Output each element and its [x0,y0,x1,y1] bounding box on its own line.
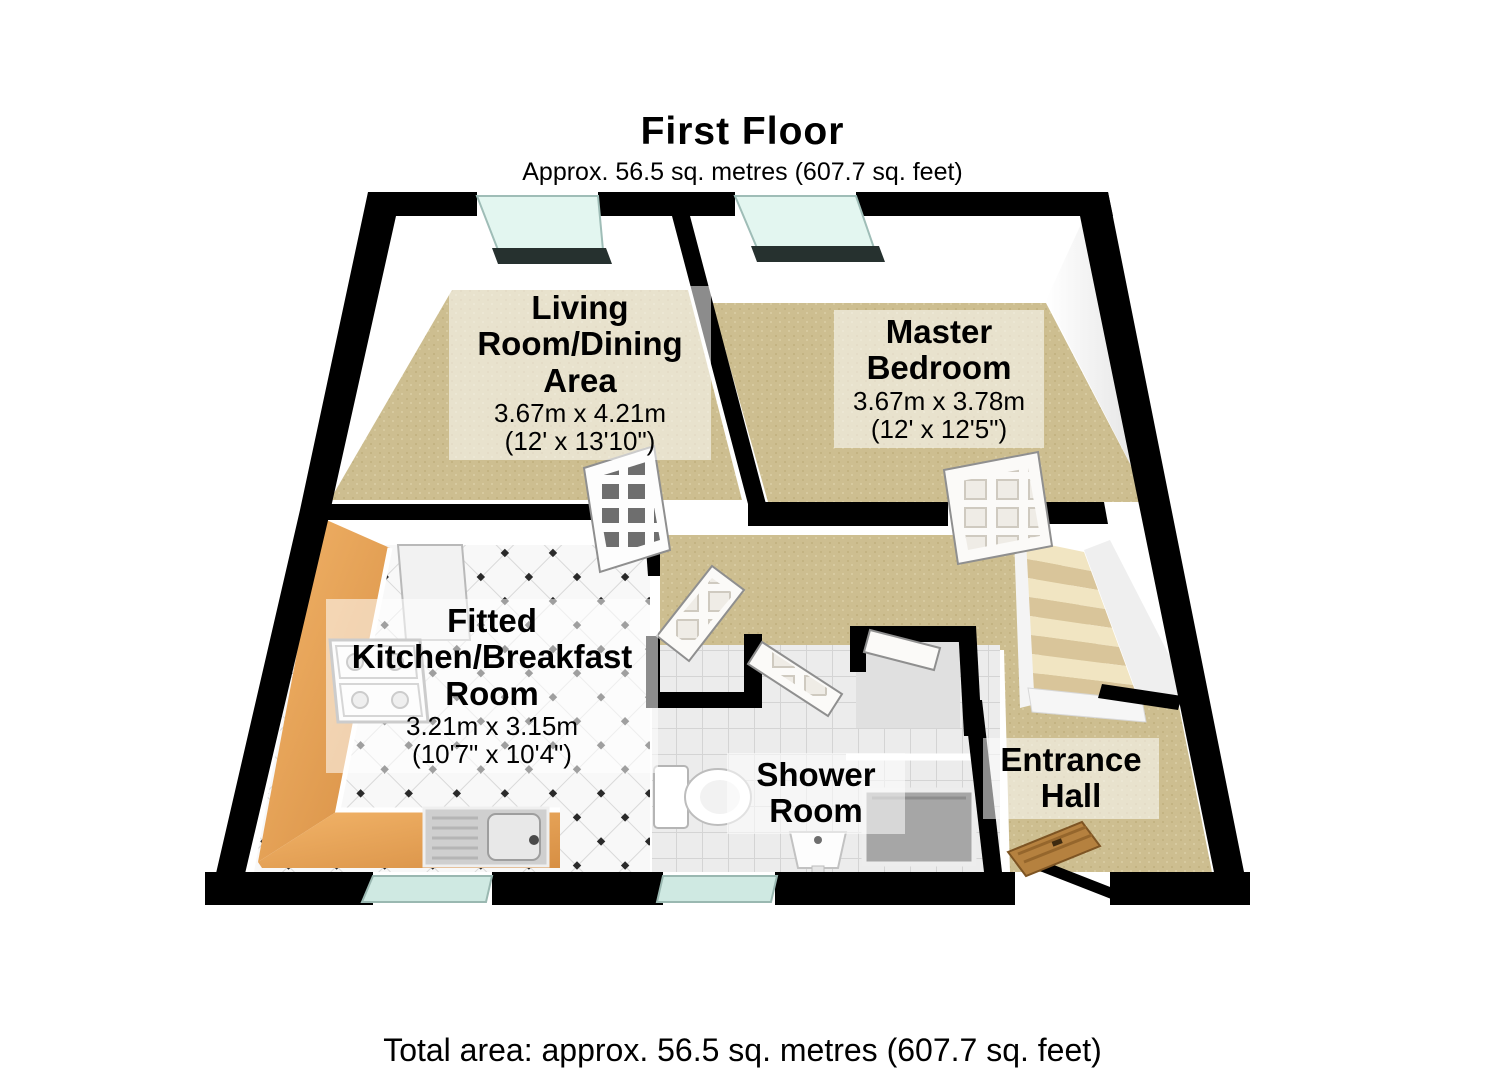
master-bedroom-dim-imperial: (12' x 12'5") [870,414,1008,445]
wall-left [214,192,396,882]
living-room-dim-imperial: (12' x 13'10") [504,426,656,457]
door-living-room [582,444,672,574]
windows [360,195,885,903]
door-closet [862,628,942,672]
master-bedroom-name-line: Master [885,313,993,350]
room-label-living-room: Living Room/Dining Area 3.67m x 4.21m (1… [449,286,711,461]
wall-stairs-top [1030,502,1108,524]
outer-walls [205,192,1250,905]
door-kitchen [655,564,746,663]
living-room-name-line: Area [543,361,617,399]
wall-bedroom-bottom [748,502,948,526]
kitchen-sink [422,806,550,868]
page-subtitle: Approx. 56.5 sq. metres (607.7 sq. feet) [522,158,963,186]
wall-shower-north [646,692,760,708]
kitchen-name-line: Room [445,674,539,712]
living-room-name-line: Room/Dining [477,325,683,363]
window-master-bedroom [733,195,885,262]
page-title: First Floor [640,110,845,153]
living-room-name-line: Living [531,289,629,326]
wall-bottom-3 [775,872,1015,905]
window-shower-room [655,875,779,903]
wall-top-right [856,192,1113,216]
kitchen-dim-imperial: (10'7" x 10'4") [412,739,572,770]
room-label-shower-room: Shower Room [727,753,905,834]
window-kitchen [360,875,494,903]
master-bedroom-dim-metric: 3.67m x 3.78m [853,385,1025,416]
entrance-hall-name-line: Entrance [1000,741,1142,778]
wall-bottom-4 [1110,872,1250,905]
wall-bottom-2 [492,872,663,905]
entrance-hall-name-line: Hall [1040,777,1102,815]
total-area-text: Total area: approx. 56.5 sq. metres (607… [383,1032,1102,1068]
kitchen-name-line: Kitchen/Breakfast [351,638,633,676]
shower-room-name-line: Room [769,792,863,830]
living-room-dim-metric: 3.67m x 4.21m [494,397,666,428]
room-label-entrance-hall: Entrance Hall [983,738,1159,819]
master-bedroom-name-line: Bedroom [866,349,1012,387]
room-label-master-bedroom: Master Bedroom 3.67m x 3.78m (12' x 12'5… [834,310,1044,448]
shower-room-name-line: Shower [756,756,876,793]
wall-top-mid [598,192,735,216]
window-living-room [475,195,612,264]
door-master-bedroom [942,450,1054,566]
wall-living-bottom [324,504,650,520]
kitchen-dim-metric: 3.21m x 3.15m [406,710,578,741]
wall-closet-left [850,626,866,672]
wall-bottom-1 [205,872,373,905]
room-label-kitchen: Fitted Kitchen/Breakfast Room 3.21m x 3.… [326,599,658,774]
kitchen-name-line: Fitted [447,602,537,639]
front-door [1006,820,1128,904]
wall-right [1080,192,1246,882]
pedestal-sink [788,831,848,875]
door-shower-room [746,640,844,718]
wall-entrance-north [1098,684,1182,710]
doors [582,444,1128,904]
